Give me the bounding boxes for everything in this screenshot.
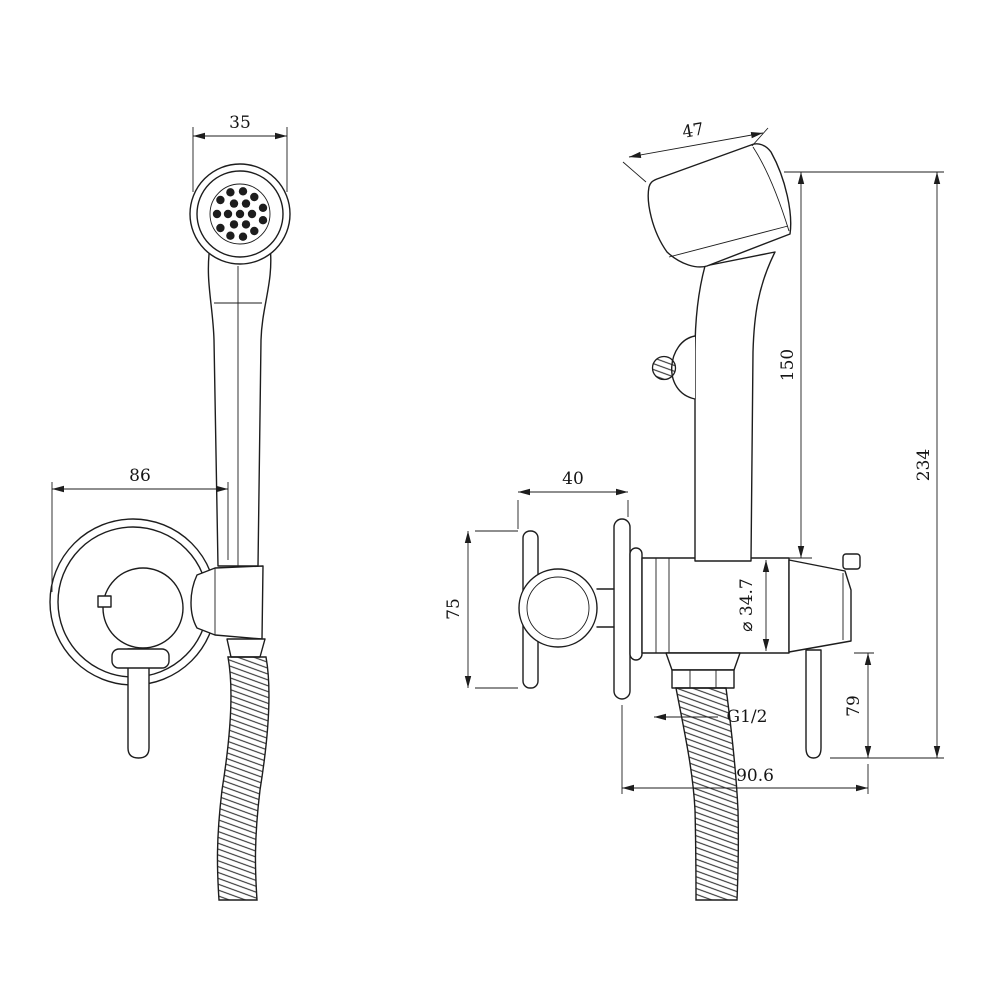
dim-label-34-7: ⌀ 34.7	[737, 578, 757, 632]
dim-label-35: 35	[229, 113, 251, 133]
side-view: 47 150 234 40 75	[444, 119, 944, 901]
dim-knob-height: 75	[444, 530, 518, 689]
dim-lever-length: 79	[844, 652, 874, 758]
wall-flange-outer	[613, 518, 631, 700]
mixer-knob	[97, 567, 184, 649]
hose-hex-nut	[671, 669, 735, 689]
dim-label-79: 79	[844, 695, 864, 717]
dim-label-g12: G1/2	[727, 707, 768, 727]
dim-side-head-width: 47	[622, 119, 769, 183]
sprayer-head-side	[647, 143, 792, 268]
holder-cap	[842, 553, 861, 570]
wall-flange-inner	[629, 547, 643, 661]
valve-body	[641, 557, 790, 654]
hose-nut-side	[665, 652, 741, 671]
sprayer-handle-front	[207, 245, 272, 567]
knob-notch	[97, 595, 112, 608]
dim-handle-height: 150	[758, 172, 812, 559]
handle-bracket	[190, 565, 264, 640]
front-view: 35 86	[49, 113, 291, 901]
sprayer-head-front	[189, 163, 291, 265]
dim-label-40: 40	[562, 469, 584, 489]
sprayer-handle-side	[694, 251, 776, 562]
dim-label-86: 86	[129, 466, 151, 486]
shower-hose-side	[675, 687, 740, 901]
cross-handle	[518, 530, 615, 689]
dim-knob-width: 40	[517, 469, 629, 529]
dim-body-diameter: ⌀ 34.7	[737, 560, 770, 651]
hose-nut-front	[226, 638, 266, 658]
dim-label-75: 75	[444, 598, 464, 620]
nozzle-dots	[212, 187, 268, 241]
dim-front-head-width: 35	[192, 113, 288, 192]
trigger-screw	[651, 355, 677, 381]
dim-total-height: 234	[830, 172, 944, 759]
shower-hose-front	[216, 656, 270, 901]
holder-bracket	[788, 553, 861, 653]
dim-label-47: 47	[681, 119, 706, 142]
dim-label-150: 150	[778, 349, 798, 381]
dim-label-234: 234	[914, 449, 934, 481]
control-lever-rod	[805, 649, 822, 759]
dim-label-90-6: 90.6	[736, 766, 774, 786]
dim-base-width: 90.6	[621, 705, 869, 794]
mixer-lever-flange	[111, 648, 170, 669]
mixer-lever-rod	[127, 648, 150, 759]
thread-callout: G1/2	[654, 707, 767, 727]
dim-front-plate-width: 86	[51, 466, 229, 592]
